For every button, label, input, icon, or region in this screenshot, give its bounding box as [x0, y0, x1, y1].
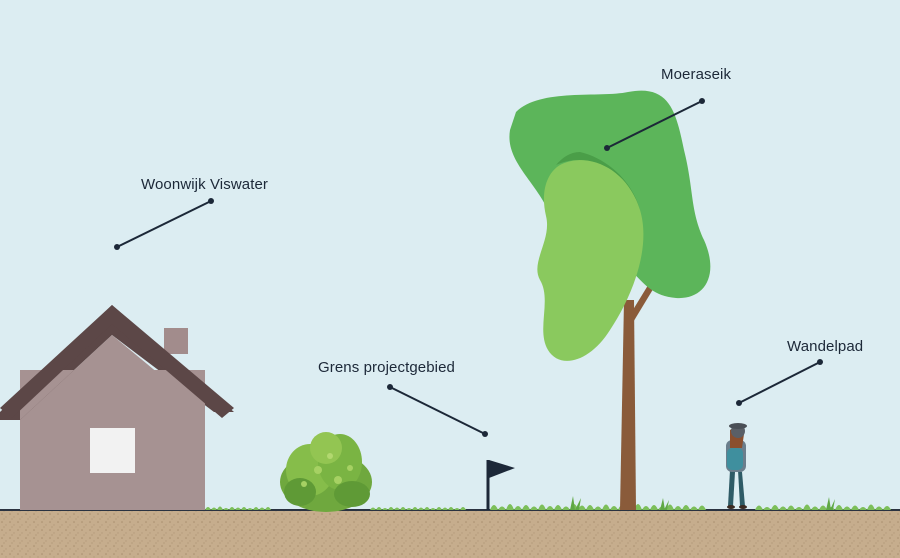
leader-dot-woonwijk-start [208, 198, 214, 204]
leader-dot-woonwijk-end [114, 244, 120, 250]
tree-moeraseik [509, 90, 711, 510]
leader-line-grens [389, 386, 486, 435]
label-wandelpad: Wandelpad [787, 338, 864, 355]
grass [205, 496, 891, 510]
house-window [90, 428, 135, 473]
tree-canopy-front [537, 160, 644, 361]
label-woonwijk-viswater: Woonwijk Viswater [141, 176, 269, 193]
label-moeraseik: Moeraseik [661, 66, 732, 83]
label-grens-projectgebied: Grens projectgebied [318, 359, 455, 376]
bush [280, 432, 372, 512]
hiker [726, 423, 747, 509]
tree-trunk [620, 300, 636, 510]
leader-line-moeraseik [606, 100, 703, 149]
leader-line-woonwijk [116, 200, 212, 248]
leader-line-wandelpad [738, 361, 821, 404]
leader-lines [114, 98, 823, 437]
boundary-flag [486, 460, 515, 510]
ground [0, 510, 900, 558]
chimney [164, 328, 188, 354]
house [0, 305, 234, 510]
